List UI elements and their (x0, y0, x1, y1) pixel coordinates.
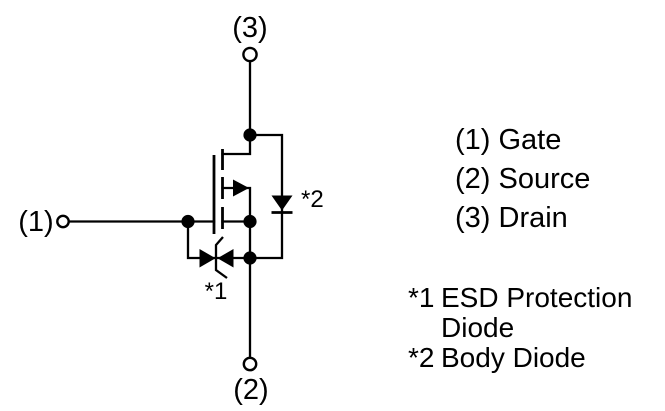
wire-drain (221, 60, 252, 156)
esd-diode-left-triangle-icon (199, 249, 216, 268)
junction-dot-gate (181, 214, 195, 229)
wires (67, 60, 284, 360)
terminal-gate-circle (56, 214, 70, 229)
junction-dot-source (243, 214, 257, 229)
esd-protection-diode-symbol (199, 236, 234, 279)
terminal-drain-label: (3) (232, 12, 267, 44)
terminal-drain-circle (242, 46, 258, 63)
esd-diode-ref-label: *1 (205, 278, 228, 305)
terminal-source-circle (242, 356, 258, 372)
pin-legend: (1) Gate (2) Source (3) Drain (455, 121, 590, 238)
terminal-gate-label: (1) (18, 206, 53, 238)
note-ref: *1 (408, 282, 435, 313)
note-body-diode: *2 Body Diode (408, 343, 632, 373)
note-text: Body Diode (441, 342, 586, 373)
legend-item-drain: (3) Drain (455, 202, 568, 234)
junction-dot-esd (243, 251, 257, 265)
legend-item-gate: (1) Gate (455, 124, 562, 156)
note-ref: *2 (408, 342, 435, 373)
body-diode-ref-label: *2 (301, 186, 324, 213)
junction-dot-drain (243, 128, 257, 142)
terminal-source-label: (2) (233, 374, 268, 406)
legend-item-source: (2) Source (455, 163, 591, 195)
terminal-circles (56, 46, 258, 372)
body-diode-symbol (271, 195, 293, 214)
body-diode-triangle-icon (271, 195, 293, 211)
mosfet-symbol (212, 149, 249, 234)
junction-dots (181, 128, 257, 265)
wire-body (221, 186, 252, 223)
mosfet-body-arrow-icon (233, 179, 249, 197)
esd-diode-right-triangle-icon (217, 249, 234, 268)
esd-diode-center-bar (214, 236, 228, 279)
wire-esd-loop (186, 220, 252, 260)
